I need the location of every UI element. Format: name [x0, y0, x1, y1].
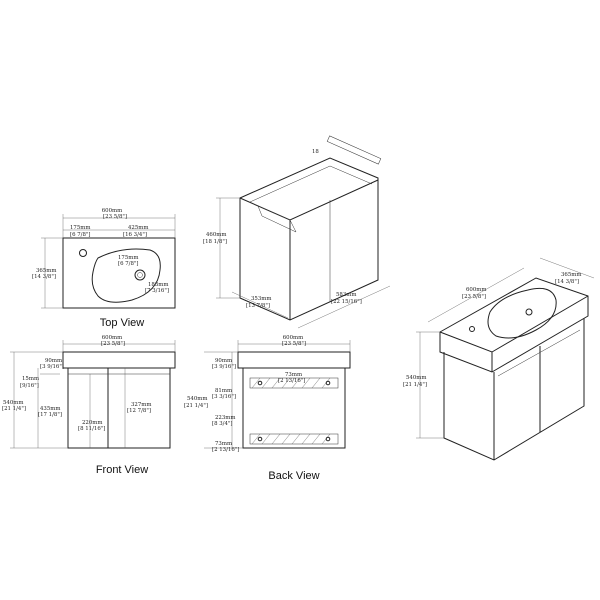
dim-front-lip-in: [9/16"] [20, 383, 39, 389]
dim-basin-width-in: [16 3/4"] [123, 232, 147, 238]
top-view-label: Top View [100, 317, 144, 329]
dim-top-width: 600mm [102, 208, 123, 214]
dim-front-lip: 15mm [22, 376, 39, 382]
dim-drain-y-in: [7 3/16"] [145, 288, 169, 294]
dim-cab-height-in: [18 1/8"] [203, 239, 227, 245]
dim-front-width-in: [23 5/8"] [101, 341, 125, 347]
dim-back-rail-upper-in: [2 13/16"] [278, 378, 305, 384]
back-cabinet [242, 367, 346, 449]
back-top-slab [237, 351, 351, 369]
back-view: 600mm [23 5/8"] 90mm [3 9/16"] 73mm [2 1… [184, 335, 351, 482]
dim-back-rail-upper: 73mm [285, 372, 302, 378]
vanity-top-slab [439, 277, 589, 373]
mount-hole-icon [257, 380, 263, 386]
dim-top-depth: 365mm [36, 268, 57, 274]
top-view: 600mm [23 5/8"] 175mm [6 7/8"] 425mm [16… [32, 208, 176, 329]
front-top-slab [62, 351, 176, 369]
dim-front-width: 600mm [102, 335, 123, 341]
dim-basin-width: 425mm [128, 225, 149, 231]
dim-iso-height-in: [21 1/4"] [403, 382, 427, 388]
top-view-outline [62, 237, 176, 309]
dim-front-total-in: [21 1/4"] [2, 406, 26, 412]
dim-back-total-in: [21 1/4"] [184, 403, 208, 409]
dim-cab-width: 583mm [336, 292, 357, 298]
dim-iso-depth: 365mm [561, 272, 582, 278]
mount-hole-icon [325, 380, 331, 386]
dim-top-depth-in: [14 3/8"] [32, 274, 56, 280]
dim-drain-y: 183mm [148, 282, 169, 288]
dim-back-rail-lower: 73mm [215, 441, 232, 447]
tap-hole-icon [79, 249, 87, 257]
dim-back-width-in: [23 5/8"] [282, 341, 306, 347]
dim-door-left: 220mm [82, 420, 103, 426]
dim-front-cabinet-in: [17 1/8"] [38, 412, 62, 418]
dim-cab-height: 460mm [206, 232, 227, 238]
dim-tap-offset: 175mm [70, 225, 91, 231]
cabinet-isometric: 460mm [18 1/8"] 353mm [13 7/8"] 583mm [2… [203, 135, 391, 329]
dim-drain-offset-in: [6 7/8"] [118, 261, 139, 267]
dim-front-top-in: [3 9/16"] [40, 364, 64, 370]
basin-outline [487, 287, 557, 339]
dim-back-total: 540mm [187, 396, 208, 402]
dim-back-width: 600mm [283, 335, 304, 341]
basin-outline [91, 248, 161, 303]
dim-drain-offset: 175mm [118, 255, 139, 261]
dim-door-right-in: [12 7/8"] [127, 408, 151, 414]
dim-top-width-in: [23 5/8"] [103, 214, 127, 220]
dim-tap-offset-in: [6 7/8"] [70, 232, 91, 238]
dim-iso-width-in: [23 5/8"] [462, 294, 486, 300]
dim-front-cabinet: 435mm [40, 406, 61, 412]
dim-back-top-in: [3 9/16"] [212, 364, 236, 370]
vanity-isometric: 540mm [21 1/4"] 600mm [23 5/8"] 365mm [1… [403, 257, 595, 461]
dim-front-total: 540mm [3, 400, 24, 406]
dim-cab-panel: 18 [312, 149, 319, 155]
front-view: 600mm [23 5/8"] 90mm [3 9/16"] 15mm [9/1… [2, 335, 176, 476]
dim-iso-depth-in: [14 3/8"] [555, 279, 579, 285]
dim-iso-height: 540mm [406, 375, 427, 381]
tap-hole-icon [469, 326, 475, 332]
dim-iso-width: 600mm [466, 287, 487, 293]
dim-back-top: 90mm [215, 358, 232, 364]
mount-hole-icon [257, 436, 263, 442]
dim-back-mid-in: [8 3/4"] [212, 421, 233, 427]
dim-door-left-in: [8 11/16"] [78, 426, 105, 432]
dim-back-mid: 223mm [215, 415, 236, 421]
dim-cab-depth-in: [13 7/8"] [246, 303, 270, 309]
front-cabinet [67, 367, 171, 449]
dim-door-right: 327mm [131, 402, 152, 408]
drain-icon [134, 269, 146, 281]
dim-back-gap: 81mm [215, 388, 232, 394]
dim-back-rail-lower-in: [2 13/16"] [212, 447, 239, 453]
dim-back-gap-in: [3 3/16"] [212, 394, 236, 400]
dim-front-top: 90mm [45, 358, 62, 364]
dim-cab-depth: 353mm [251, 296, 272, 302]
mount-hole-icon [325, 436, 331, 442]
back-rail-lower [249, 433, 339, 445]
back-view-label: Back View [268, 470, 319, 482]
dim-cab-width-in: [22 15/16"] [331, 299, 362, 305]
drain-icon [525, 308, 533, 316]
back-rail-upper [249, 377, 339, 389]
front-view-label: Front View [96, 464, 148, 476]
cabinet-back-rail [326, 135, 382, 165]
